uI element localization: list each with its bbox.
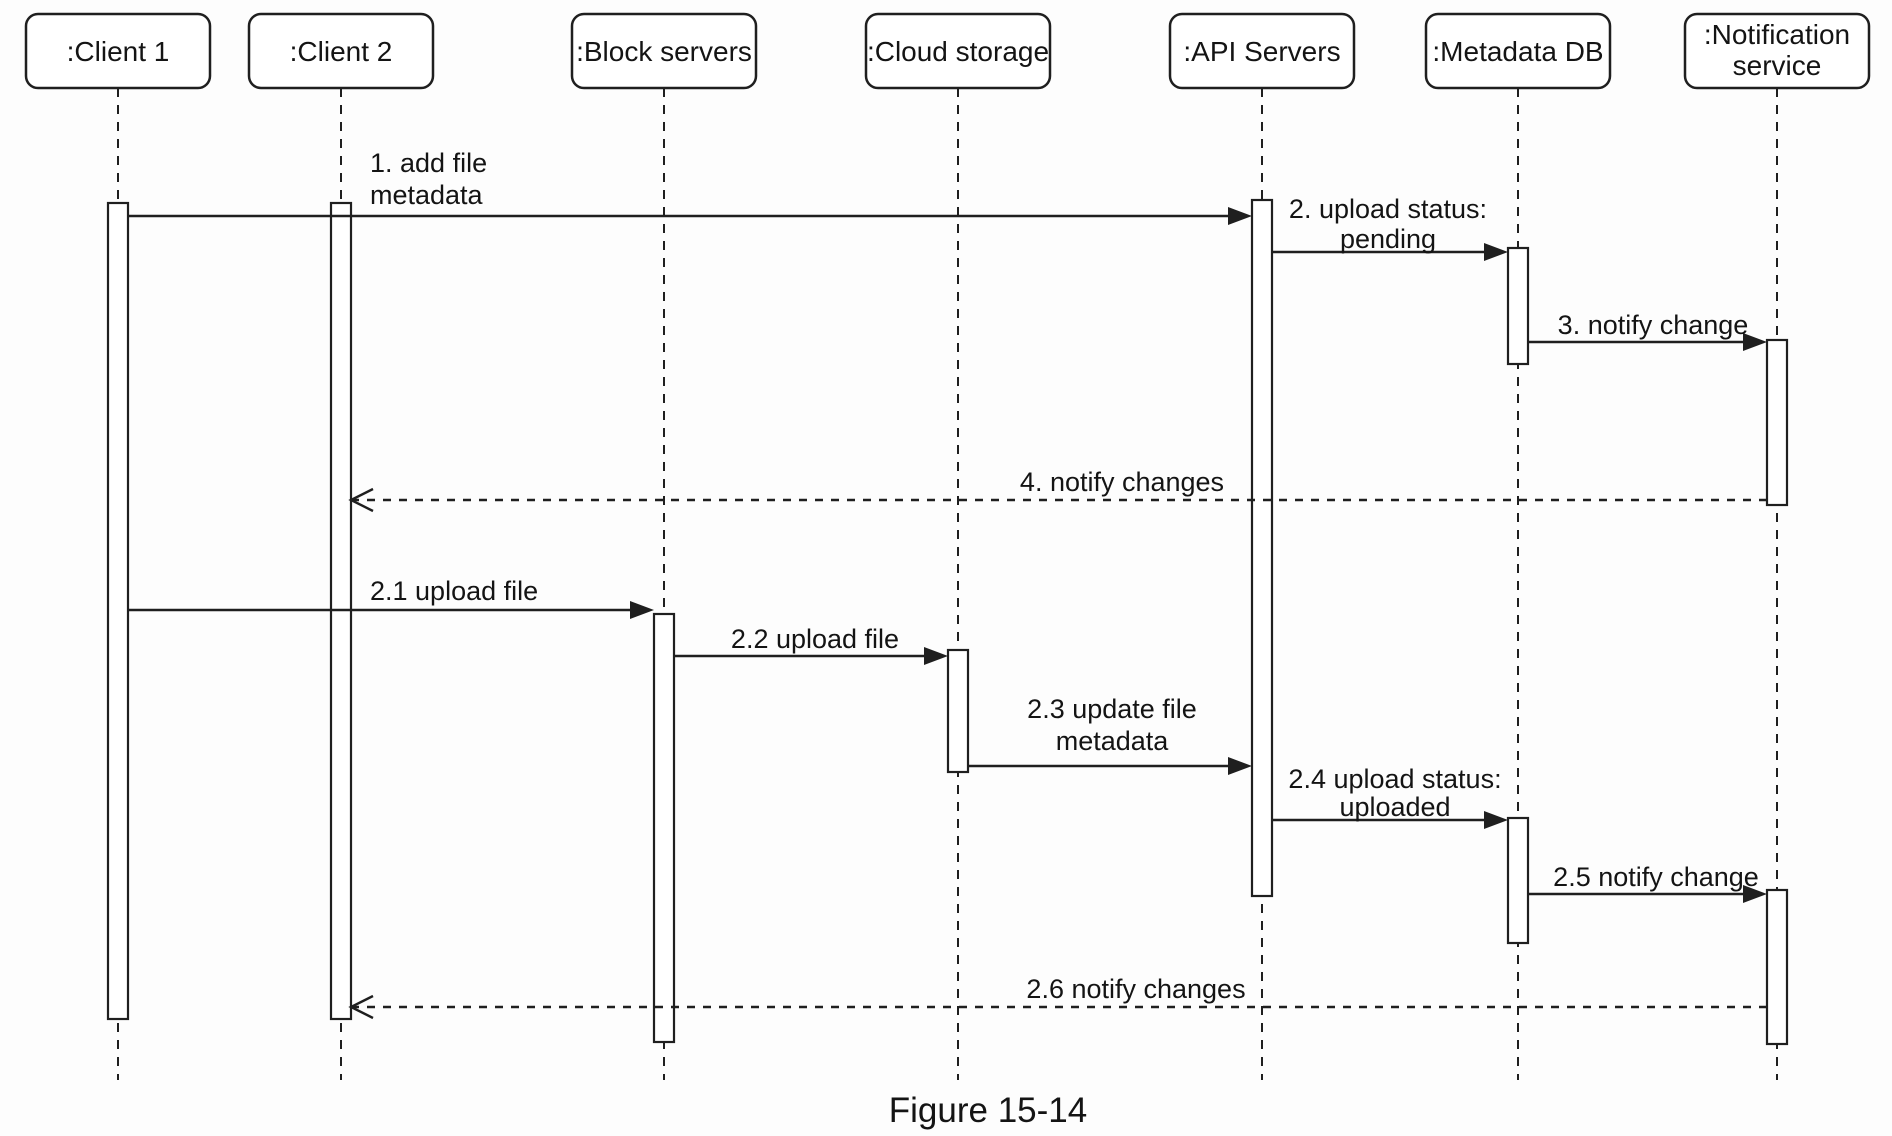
messages-layer — [128, 207, 1767, 1020]
participant-box-notification-service — [1683, 12, 1871, 90]
msg-2-label-line-2: pending — [1340, 224, 1436, 254]
msg-1-arrowhead-filled — [1228, 207, 1252, 225]
activation-notification-service-4 — [1765, 338, 1789, 507]
msg-2-6-label-line-1: 2.6 notify changes — [1026, 974, 1245, 1004]
participant-boxes-layer: :Client 1 :Client 2 :Block servers :Cloud s… — [24, 12, 1871, 90]
msg-2-4-arrowhead-filled — [1484, 811, 1508, 829]
msg-2-2-label-line-1: 2.2 upload file — [731, 624, 899, 654]
msg-2-3-arrowhead-filled — [1228, 757, 1252, 775]
msg-2-3-label-line-1: 2.3 update file — [1027, 694, 1197, 724]
participant-label-block-servers: :Block servers — [576, 36, 752, 67]
activation-cloud-storage-6 — [946, 648, 970, 774]
msg-2-arrowhead-filled — [1484, 243, 1508, 261]
activation-metadata-db-3 — [1506, 246, 1530, 366]
participant-box-client-2 — [247, 12, 435, 90]
participant-label-cloud-storage: :Cloud storage — [867, 36, 1049, 67]
participant-label-metadata-db: :Metadata DB — [1432, 36, 1603, 67]
participant-label-api-servers: :API Servers — [1183, 36, 1340, 67]
figure-caption: Figure 15-14 — [889, 1091, 1087, 1130]
activation-api-servers-2 — [1250, 198, 1274, 898]
msg-4-arrowhead-open — [348, 487, 374, 513]
participant-label-client-2: :Client 2 — [290, 36, 393, 67]
activation-metadata-db-7 — [1506, 816, 1530, 945]
msg-3-label-line-1: 3. notify change — [1558, 310, 1749, 340]
participant-box-metadata-db — [1424, 12, 1612, 90]
activation-client-1-0 — [106, 201, 130, 1021]
participant-label-notification-service-line-2: service — [1733, 50, 1822, 81]
activation-notification-service-8 — [1765, 888, 1789, 1046]
msg-2-label-line-1: 2. upload status: — [1289, 194, 1487, 224]
msg-3-arrowhead-filled — [1743, 333, 1767, 351]
participant-box-client-1 — [24, 12, 212, 90]
msg-2-4-label-line-2: uploaded — [1339, 792, 1450, 822]
participant-box-block-servers — [570, 12, 758, 90]
activation-block-servers-5 — [652, 612, 676, 1044]
participant-box-api-servers — [1168, 12, 1356, 90]
msg-2-1-label-line-1: 2.1 upload file — [370, 576, 538, 606]
msg-2-3-label-line-2: metadata — [1056, 726, 1170, 756]
participant-label-client-1: :Client 1 — [67, 36, 170, 67]
participant-label-notification-service-line-1: :Notification — [1704, 19, 1850, 50]
participant-box-cloud-storage — [864, 12, 1052, 90]
msg-4-label-line-1: 4. notify changes — [1020, 467, 1224, 497]
msg-2-4-label-line-1: 2.4 upload status: — [1288, 764, 1501, 794]
msg-2-2-arrowhead-filled — [924, 647, 948, 665]
msg-2-6-arrowhead-open — [348, 994, 374, 1020]
msg-2-5-label-line-1: 2.5 notify change — [1553, 862, 1759, 892]
msg-1-label-line-1: 1. add file — [370, 148, 487, 178]
msg-1-label-line-2: metadata — [370, 180, 484, 210]
msg-2-5-arrowhead-filled — [1743, 885, 1767, 903]
msg-2-1-arrowhead-filled — [630, 601, 654, 619]
activations-layer — [106, 198, 1789, 1046]
